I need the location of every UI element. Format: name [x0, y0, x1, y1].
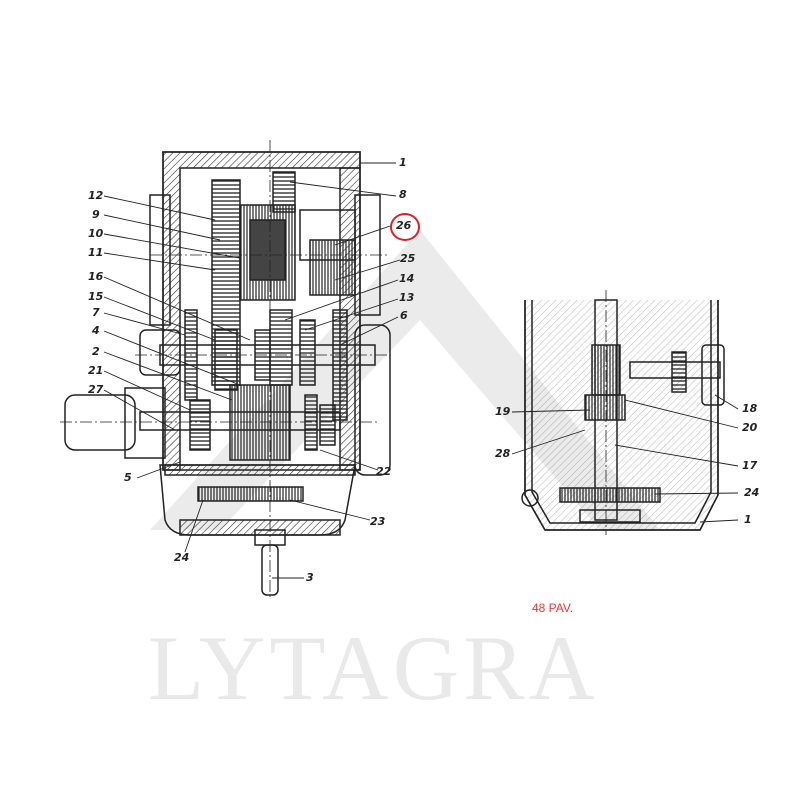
part-label: 22: [376, 465, 392, 478]
part-label: 21: [88, 364, 104, 377]
part-label: 23: [370, 515, 386, 528]
part-label: 24: [744, 486, 760, 499]
part-label: 16: [88, 270, 104, 283]
part-label: 8: [399, 188, 407, 201]
side-section-view: [521, 290, 725, 535]
part-label: 24: [174, 551, 190, 564]
part-label: 5: [124, 471, 132, 484]
part-label: 13: [399, 291, 415, 304]
part-label: 25: [400, 252, 416, 265]
part-label-highlighted: 26: [396, 219, 412, 232]
part-label: 7: [92, 306, 100, 319]
part-label: 4: [92, 324, 100, 337]
highlight-circle: [390, 213, 420, 241]
side-leader-lines: [511, 394, 739, 523]
part-label: 1: [744, 513, 752, 526]
part-label: 27: [88, 383, 104, 396]
part-label: 20: [742, 421, 758, 434]
part-label: 18: [742, 402, 758, 415]
part-label: 11: [88, 246, 104, 259]
part-label: 6: [400, 309, 408, 322]
part-label: 17: [742, 459, 758, 472]
part-label: 10: [88, 227, 104, 240]
part-label: 2: [92, 345, 100, 358]
part-label: 28: [495, 447, 511, 460]
part-label: 12: [88, 189, 104, 202]
watermark-logo: LYTAGRA: [148, 617, 599, 719]
part-label: 14: [399, 272, 415, 285]
part-label: 9: [92, 208, 100, 221]
part-label: 1: [399, 156, 407, 169]
part-label: 19: [495, 405, 511, 418]
main-section-view: [60, 140, 391, 600]
part-label: 3: [306, 571, 314, 584]
part-label: 15: [88, 290, 104, 303]
leader-lines: [103, 162, 401, 579]
figure-caption: 48 PAV.: [532, 601, 574, 615]
